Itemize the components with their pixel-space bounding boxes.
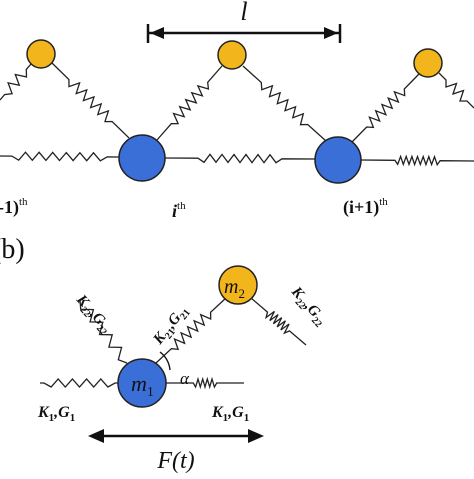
panel-label-b: (b) (0, 234, 25, 265)
spring-label-right-top: K22,G22 (285, 283, 330, 330)
diag-spring-right-edge (438, 72, 474, 109)
cell-spring-base-left (40, 378, 119, 388)
mass-m1-label: m1 (131, 371, 154, 400)
cell-spring-base-right (166, 376, 244, 390)
force-arrow-right-head (248, 429, 264, 443)
spacing-arrow-right-head (324, 27, 338, 39)
base-left-label: K1,G1 (37, 404, 75, 424)
labels-layer: l ‑1)th ith (i+1)th (b) m1 m2 K22,G22 K2… (0, 0, 388, 474)
diag-spring-left-up (0, 63, 32, 101)
large-mass-i-plus-1 (314, 136, 362, 184)
cell-spring-m1-m2 (155, 297, 227, 364)
spring-label-mid: K21,G21 (150, 302, 193, 350)
large-mass-i (118, 134, 166, 182)
chain-spring-left (0, 151, 120, 162)
diag-spring-left-down (51, 62, 130, 139)
spacing-arrow-left-head (150, 27, 164, 39)
mass-m2 (218, 265, 258, 305)
spacing-label: l (240, 0, 247, 26)
small-mass-right (413, 48, 443, 78)
force-arrow-left-head (88, 429, 104, 443)
diag-spring-center-left (156, 65, 223, 141)
index-label-left: ‑1)th (0, 196, 28, 218)
cell-spring-upper-right (250, 297, 307, 346)
springs-layer (0, 62, 474, 390)
chain-spring-center (164, 153, 316, 164)
force-label: F(t) (156, 448, 194, 474)
mass-m1 (117, 358, 167, 408)
arrows-layer (88, 24, 342, 443)
cell-spring-upper-left (79, 299, 128, 364)
index-label-right: (i+1)th (343, 196, 388, 218)
angle-arc (159, 351, 171, 371)
base-right-label: K1,G1 (211, 404, 249, 424)
chain-spring-right (360, 154, 474, 167)
small-mass-center (217, 40, 247, 70)
diag-spring-center-right (242, 65, 327, 142)
masses-layer (26, 39, 443, 408)
mass-m2-label: m2 (224, 276, 245, 301)
spring-label-left-top: K22,G22 (70, 291, 115, 338)
angle-label: α (180, 369, 190, 388)
diag-spring-right-left (351, 73, 420, 143)
index-label-center: ith (172, 200, 186, 221)
small-mass-left (26, 39, 56, 69)
